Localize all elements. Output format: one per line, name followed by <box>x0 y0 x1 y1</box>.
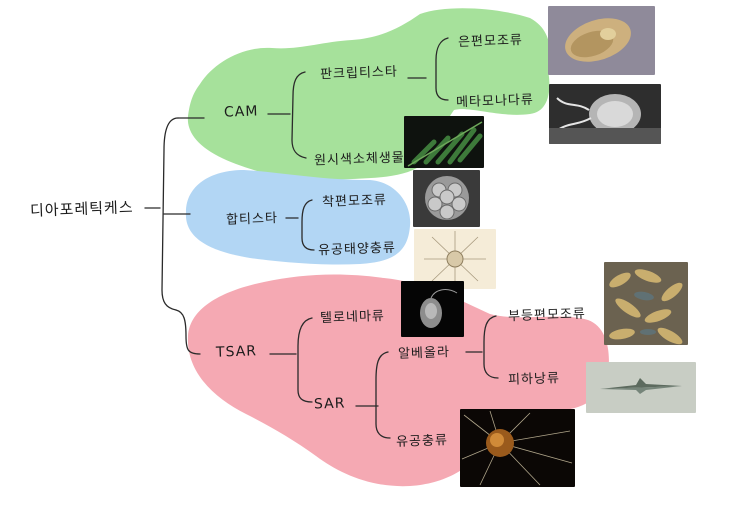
foraminifera-image <box>460 409 575 487</box>
tree-lines <box>144 37 499 439</box>
cryptomonads-label: 은편모조류 <box>457 32 524 51</box>
chloroplastida-label: 원시색소체생물 <box>313 150 406 169</box>
rhizaria-label: 유공충류 <box>395 433 449 450</box>
tsar-label: TSAR <box>215 343 258 361</box>
tsar-pink-blob <box>187 274 609 487</box>
diatoms-label: 피하낭류 <box>507 371 561 388</box>
cryptomonad-image <box>548 6 655 75</box>
cam-green-blob <box>187 8 551 181</box>
heliozoan-image <box>414 229 496 289</box>
coccolithophore-image <box>413 170 480 227</box>
telonemia-image <box>401 281 464 337</box>
haptista-label: 합티스타 <box>225 211 279 228</box>
haptista-blue-blob <box>185 170 411 265</box>
cam-label: CAM <box>223 103 259 121</box>
kelp-image <box>604 262 688 345</box>
metamonada-label: 메타모나다류 <box>455 92 535 111</box>
sar-label: SAR <box>313 395 346 413</box>
leaf-image <box>404 116 484 168</box>
haptophyta-label: 착편모조류 <box>321 192 388 211</box>
stramenopiles-label: 부등편모조류 <box>507 306 587 325</box>
pancryptista-label: 판크립티스타 <box>319 64 399 83</box>
metamonad-image <box>549 84 661 144</box>
alveolata-label: 알베올라 <box>397 345 451 362</box>
centrohelids-label: 유공태양충류 <box>317 240 397 259</box>
telonemia-label: 텔로네마류 <box>319 308 386 327</box>
diatom-image <box>586 362 696 413</box>
root-label: 디아포레틱케스 <box>29 198 134 220</box>
